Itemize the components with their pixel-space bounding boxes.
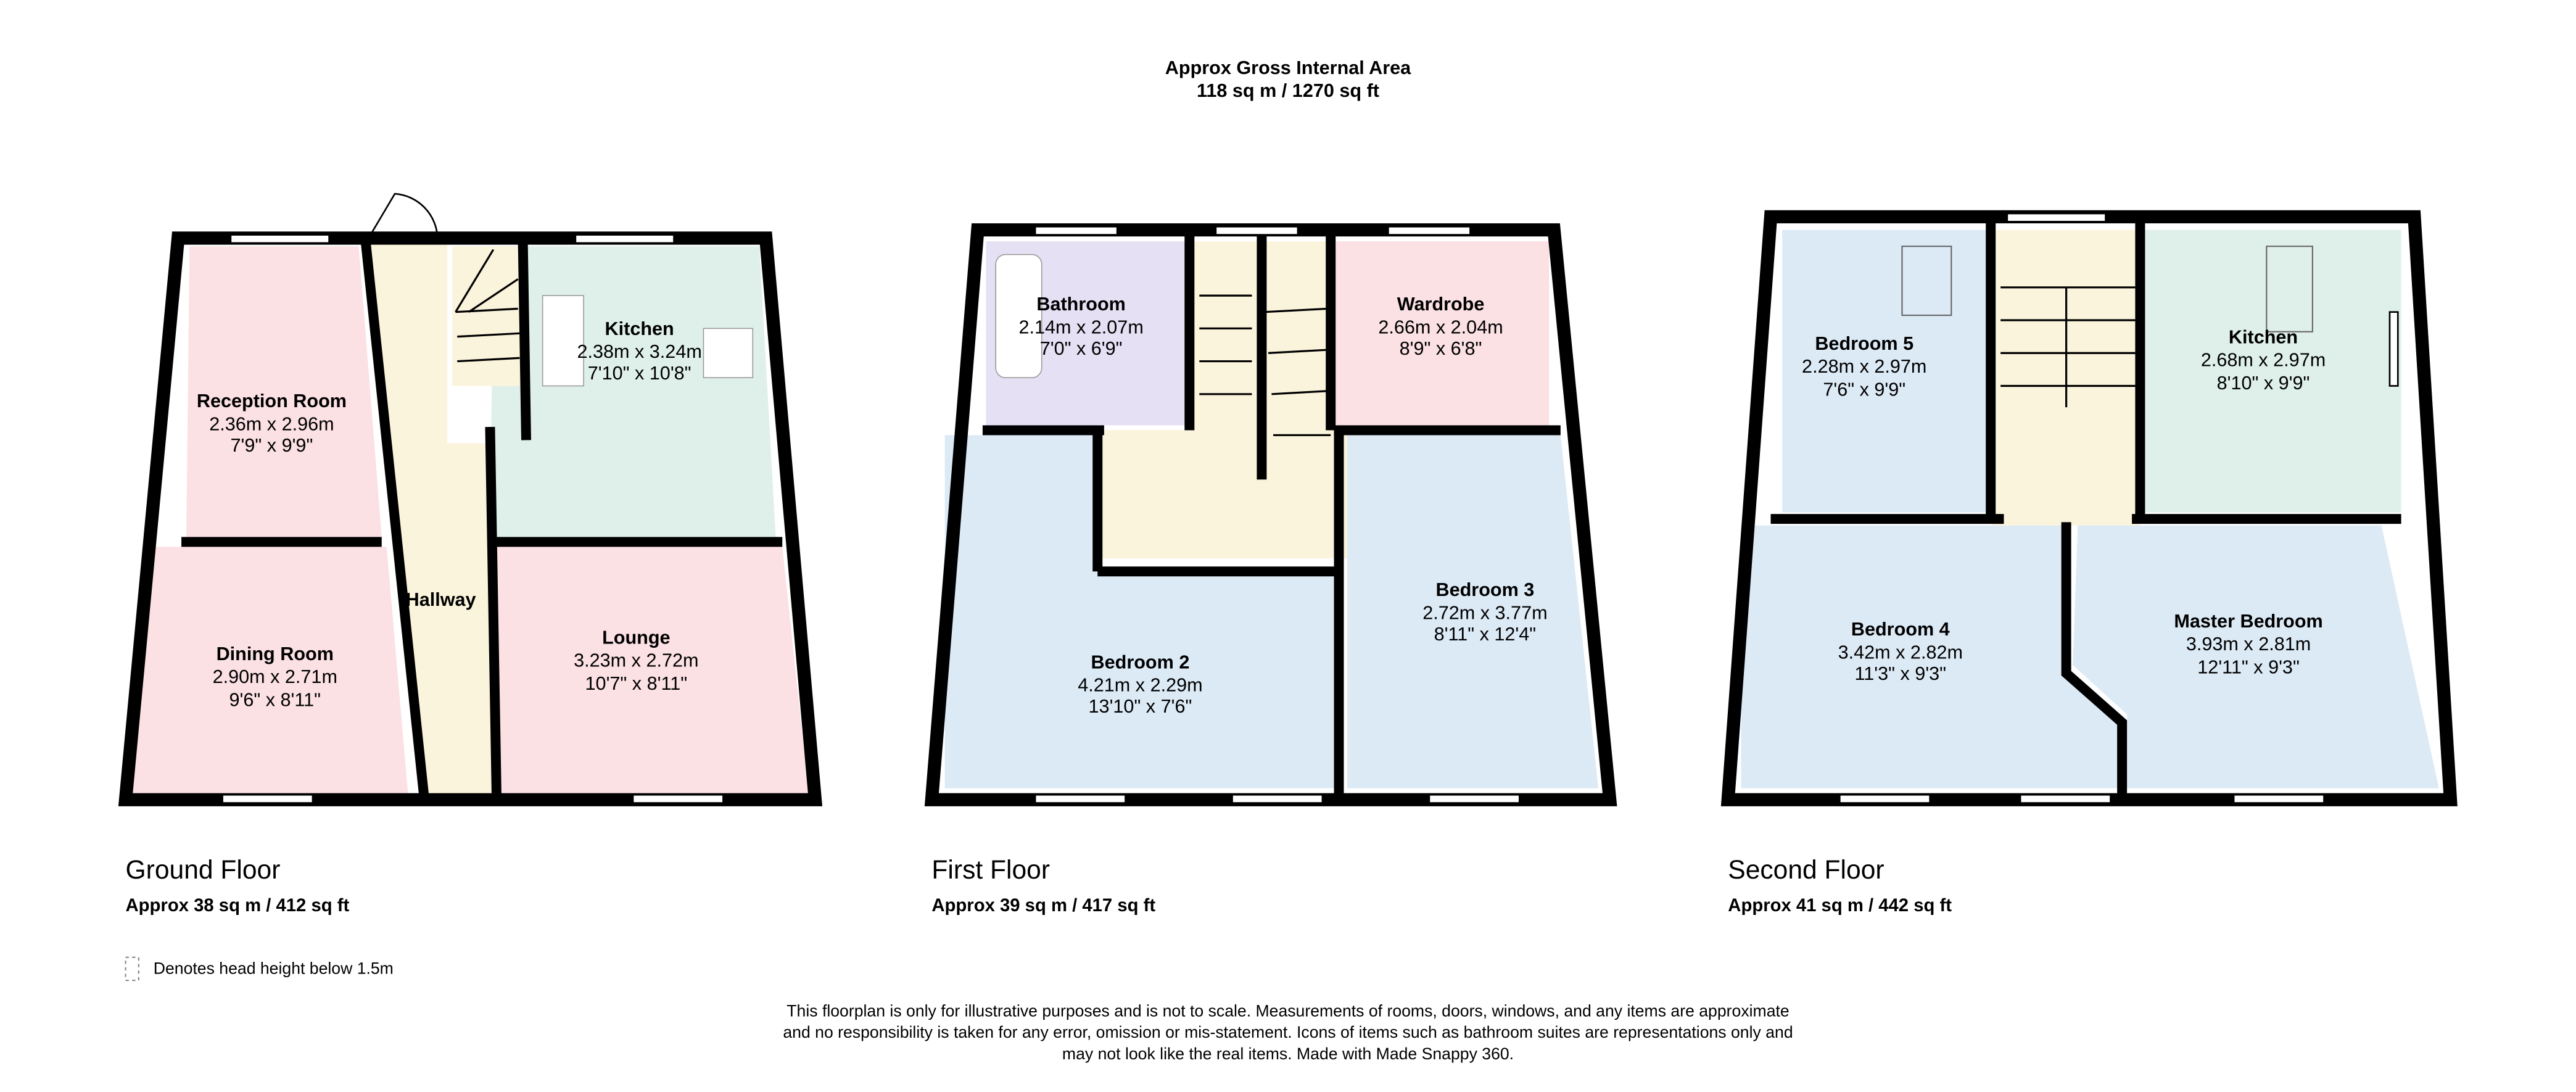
window: [1428, 793, 1521, 804]
second-floor-plan: Bedroom 5 2.28m x 2.97m 7'6" x 9'9" Kitc…: [1720, 210, 2458, 806]
room-name: Master Bedroom: [2174, 611, 2322, 632]
skylight-icon: [2266, 246, 2313, 333]
room-imperial: 13'10" x 7'6": [1089, 696, 1192, 717]
room-metric: 3.93m x 2.81m: [2186, 634, 2311, 655]
legend-text: Denotes head height below 1.5m: [154, 959, 394, 977]
window: [1034, 793, 1126, 804]
room-metric: 4.21m x 2.29m: [1078, 675, 1202, 696]
window: [1387, 225, 1471, 236]
stair-steps: [2000, 286, 2136, 408]
room-imperial: 7'10" x 10'8": [588, 363, 691, 384]
floor-area: Approx 39 sq m / 417 sq ft: [931, 896, 1155, 916]
room-name: Bedroom 4: [1851, 619, 1950, 640]
window: [2006, 212, 2107, 223]
window: [632, 793, 724, 804]
header-title: Approx Gross Internal Area: [1165, 57, 1411, 78]
stair-steps: [455, 249, 520, 363]
window: [1838, 793, 1931, 804]
room-metric: 3.42m x 2.82m: [1838, 642, 1963, 663]
room-name: Bedroom 2: [1091, 651, 1190, 672]
room-imperial: 8'11" x 12'4": [1434, 624, 1537, 645]
stairs: [452, 246, 522, 386]
room-name: Bedroom 3: [1436, 579, 1535, 600]
room-metric: 2.90m x 2.71m: [213, 666, 337, 687]
reception-room: [186, 246, 382, 537]
bathtub-icon: [995, 254, 1042, 378]
hob-icon: [703, 328, 754, 378]
room-metric: 2.14m x 2.07m: [1018, 316, 1143, 337]
ground-outer-wall: [118, 231, 823, 806]
floor-title: Second Floor: [1728, 855, 1884, 885]
bedroom-3: [1347, 435, 1599, 788]
window: [2388, 311, 2399, 387]
room-metric: 2.68m x 2.97m: [2201, 350, 2326, 371]
room-metric: 2.28m x 2.97m: [1802, 356, 1926, 377]
room-name: Hallway: [406, 589, 476, 610]
ground-floor-plan: Reception Room 2.36m x 2.96m 7'9" x 9'9"…: [118, 192, 823, 806]
window: [2232, 793, 2325, 804]
room-imperial: 11'3" x 9'3": [1855, 663, 1947, 684]
room-imperial: 7'6" x 9'9": [1823, 379, 1905, 400]
wardrobe: [1334, 241, 1550, 428]
room-imperial: 7'0" x 6'9": [1040, 338, 1123, 359]
window: [2019, 793, 2112, 804]
bedroom-2: [944, 435, 1334, 788]
lounge: [493, 547, 809, 793]
floor-area: Approx 38 sq m / 412 sq ft: [126, 896, 350, 916]
room-imperial: 10'7" x 8'11": [585, 673, 688, 694]
bedroom-4: [1741, 525, 2119, 788]
room-name: Kitchen: [605, 318, 674, 339]
room-imperial: 8'9" x 6'8": [1400, 338, 1482, 359]
floor-title: Ground Floor: [126, 855, 281, 885]
first-outer-wall: [924, 223, 1617, 806]
room-name: Kitchen: [2229, 326, 2298, 347]
kitchen-second: [2143, 230, 2401, 513]
skylight-icon: [1901, 246, 1952, 316]
room-metric: 2.38m x 3.24m: [577, 341, 701, 362]
sink-icon: [542, 295, 584, 387]
room-name: Bathroom: [1036, 294, 1125, 315]
disclaimer-line: may not look like the real items. Made w…: [1062, 1044, 1514, 1063]
room-name: Wardrobe: [1397, 294, 1485, 315]
window: [1215, 225, 1299, 236]
disclaimer-line: and no responsibility is taken for any e…: [783, 1023, 1793, 1041]
bedroom-5: [1782, 230, 1988, 513]
disclaimer-line: This floorplan is only for illustrative …: [786, 1002, 1789, 1020]
floor-title: First Floor: [931, 855, 1050, 885]
room-metric: 2.36m x 2.96m: [209, 413, 334, 434]
room-metric: 2.66m x 2.04m: [1378, 316, 1503, 337]
window: [1231, 793, 1324, 804]
head-height-legend-icon: [125, 956, 139, 982]
room-name: Lounge: [602, 627, 670, 648]
landing: [1100, 241, 1347, 558]
front-door: [368, 192, 439, 239]
second-outer-wall: [1720, 210, 2458, 806]
hallway: [365, 242, 493, 793]
room-imperial: 7'9" x 9'9": [231, 435, 313, 456]
header-area: 118 sq m / 1270 sq ft: [1197, 80, 1379, 101]
room-imperial: 12'11" x 9'3": [2197, 656, 2300, 677]
kitchen: [490, 246, 776, 537]
window: [229, 234, 330, 244]
first-floor-plan: Bathroom 2.14m x 2.07m 7'0" x 6'9" Wardr…: [924, 223, 1617, 806]
room-name: Reception Room: [197, 391, 347, 412]
master-bedroom: [2073, 525, 2439, 788]
room-name: Dining Room: [217, 643, 334, 664]
room-imperial: 8'10" x 9'9": [2217, 373, 2310, 394]
window: [1034, 225, 1118, 236]
window: [574, 234, 675, 244]
window: [221, 793, 314, 804]
floor-area: Approx 41 sq m / 442 sq ft: [1728, 896, 1952, 916]
room-name: Bedroom 5: [1815, 333, 1913, 354]
dining-room: [132, 547, 408, 793]
room-metric: 2.72m x 3.77m: [1422, 602, 1547, 623]
room-imperial: 9'6" x 8'11": [229, 690, 321, 711]
room-metric: 3.23m x 2.72m: [574, 650, 698, 671]
